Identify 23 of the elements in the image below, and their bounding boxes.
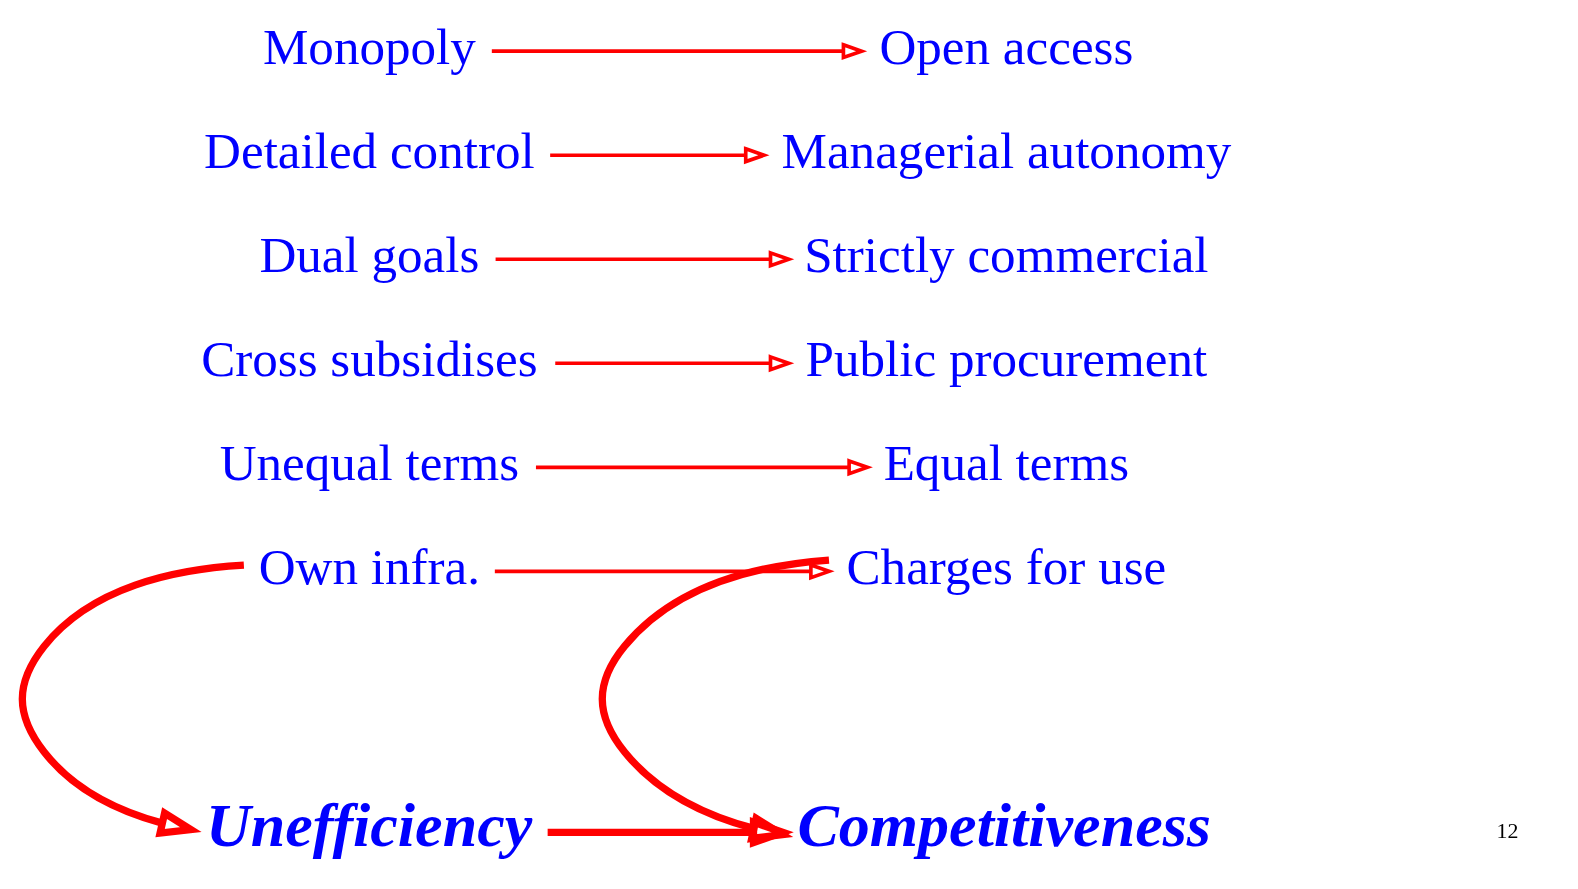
node-text: Equal terms: [883, 433, 1129, 491]
arrow: [494, 562, 835, 581]
arrow: [491, 42, 867, 61]
arrow: [549, 146, 769, 165]
arrow: [554, 354, 794, 373]
node-text: Own infra.: [258, 537, 480, 595]
node-text: Competitiveness: [796, 791, 1211, 860]
node-text: Cross subsidises: [200, 329, 538, 387]
arrow: [18, 561, 244, 838]
arrow: [535, 458, 873, 477]
node-text: Monopoly: [262, 17, 476, 75]
node-text: Open access: [878, 17, 1133, 75]
node-text: Public procurement: [805, 329, 1207, 387]
label: 12: [1495, 818, 1518, 844]
node-text: Detailed control: [203, 121, 535, 179]
node-text: Charges for use: [846, 537, 1166, 595]
node-text: Unequal terms: [219, 433, 519, 491]
arrow: [598, 556, 829, 843]
node-text: Strictly commercial: [803, 225, 1209, 283]
node-text: Dual goals: [258, 225, 479, 283]
node-text: Unefficiency: [205, 791, 532, 860]
arrow: [495, 250, 794, 269]
node-text: Managerial autonomy: [781, 121, 1231, 179]
